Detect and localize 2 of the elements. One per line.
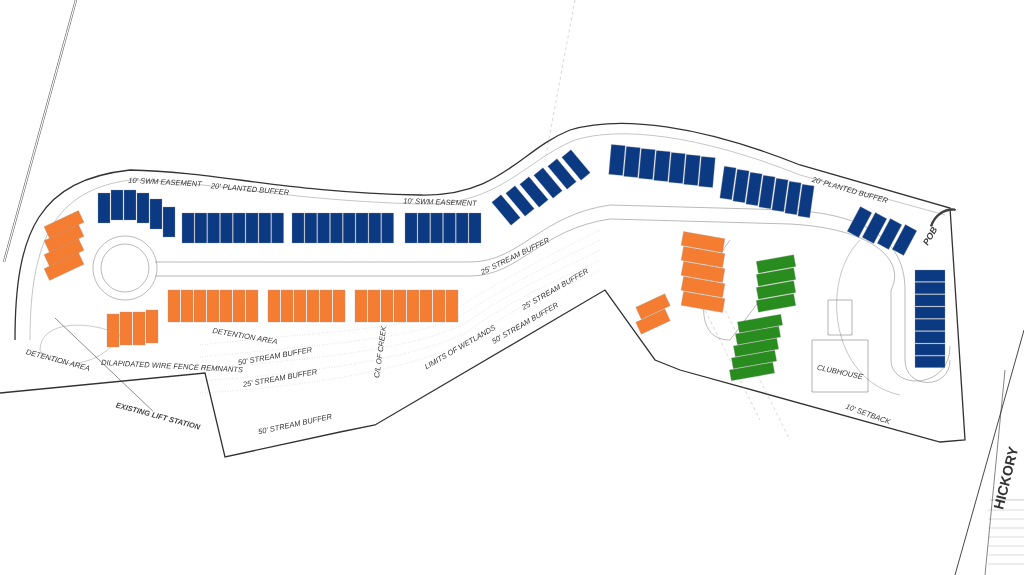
leader-line xyxy=(54,317,154,412)
curved-arrow xyxy=(929,208,957,227)
